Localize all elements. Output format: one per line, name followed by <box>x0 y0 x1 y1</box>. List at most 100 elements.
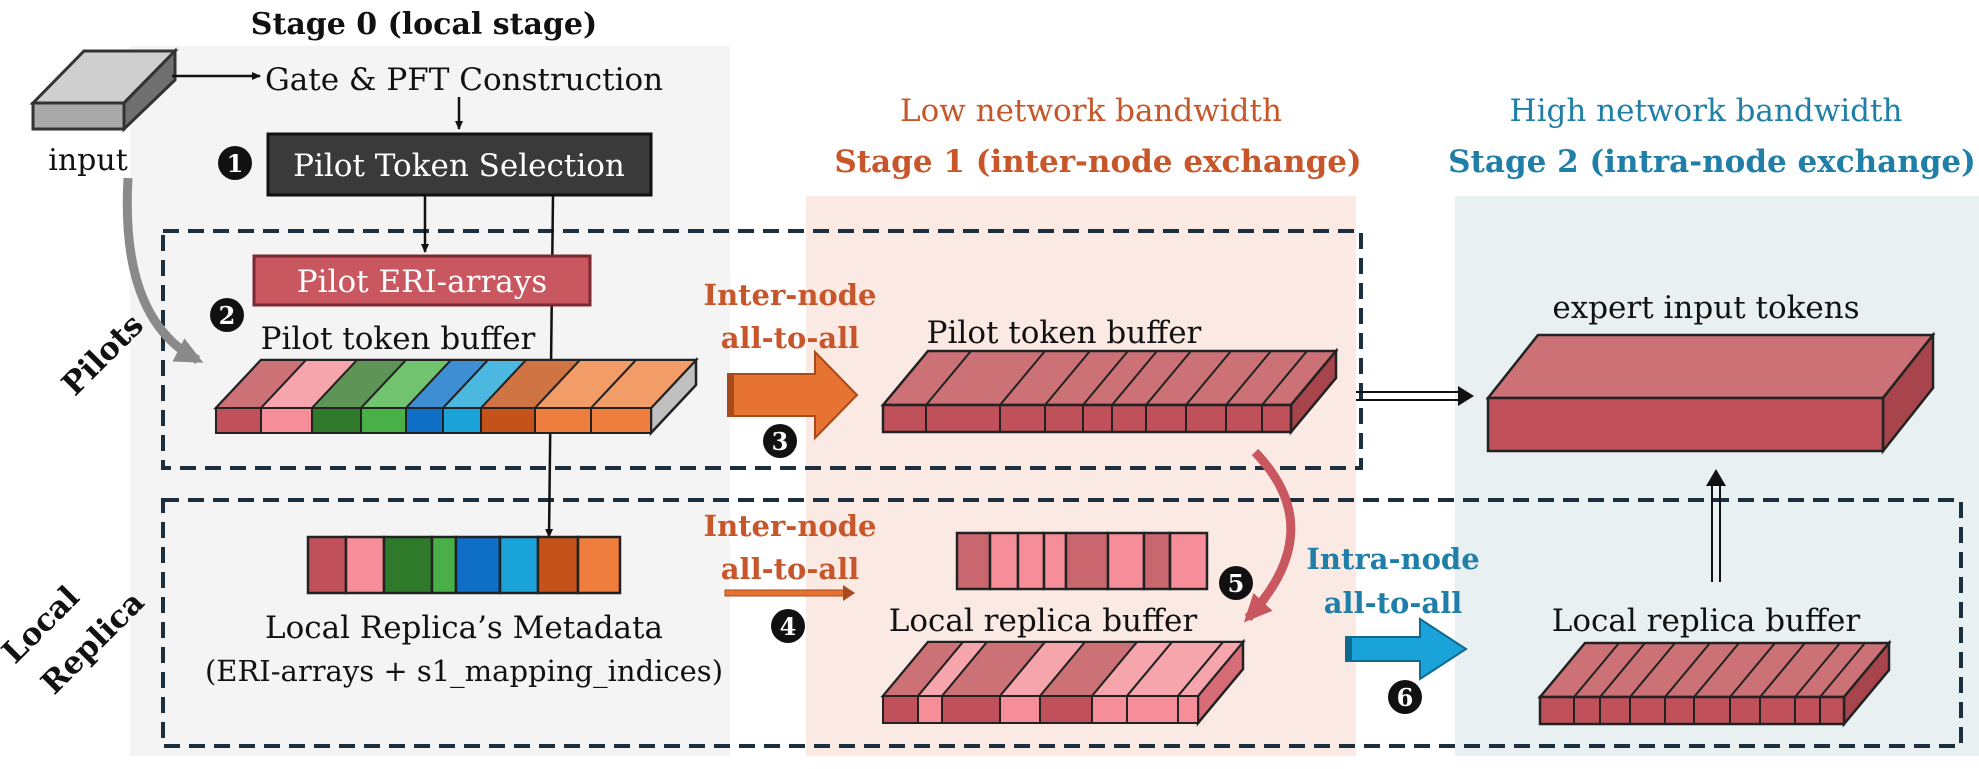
step-2-badge: 2 <box>210 298 244 332</box>
pilot-eri-arrays-box <box>252 254 592 307</box>
input-block-icon <box>29 47 179 133</box>
token-cell <box>480 407 536 434</box>
pilot-eri-arrays-label: Pilot ERI-arrays <box>297 264 547 300</box>
metadata-cell <box>454 535 502 595</box>
stage2-title: Stage 2 (intra-node exchange) <box>1448 144 1976 180</box>
expert-input-tokens-label: expert input tokens <box>1552 290 1859 326</box>
svg-text:6: 6 <box>1397 683 1414 712</box>
local-replica-metadata-strip <box>306 535 622 595</box>
strip-cell <box>1042 531 1068 591</box>
step-5-badge: 5 <box>1219 566 1253 600</box>
strip-cell <box>1064 531 1110 591</box>
stage2-local-replica-buffer <box>1537 639 1892 728</box>
metadata-cell <box>306 535 348 595</box>
inter-node-big-arrow-icon <box>727 349 859 441</box>
pilot-to-local-curved-arrow <box>1243 448 1296 623</box>
svg-text:4: 4 <box>780 612 797 641</box>
inter-node-1-line1: Inter-node <box>704 278 877 312</box>
svg-text:2: 2 <box>219 301 236 330</box>
token-divider <box>1664 642 1711 698</box>
token-cell <box>1091 695 1128 724</box>
stage1-local-buffer-label: Local replica buffer <box>889 603 1198 639</box>
strip-cell <box>1106 531 1146 591</box>
token-divider <box>1573 642 1620 698</box>
expert-input-tokens-block <box>1485 331 1936 455</box>
metadata-cell <box>430 535 458 595</box>
stage2-bandwidth: High network bandwidth <box>1510 93 1903 129</box>
metadata-cell <box>536 535 580 595</box>
token-cell <box>1177 695 1199 724</box>
intra-node-arrow-icon <box>1345 617 1468 681</box>
token-divider <box>1819 642 1866 698</box>
step-1-badge: 1 <box>218 146 252 180</box>
pilots-row-box <box>161 229 1363 470</box>
metadata-cell <box>382 535 434 595</box>
step-3-badge: 3 <box>763 424 797 458</box>
svg-text:1: 1 <box>227 149 244 178</box>
token-cell <box>260 407 313 434</box>
strip-cell <box>1142 531 1172 591</box>
stage1-pilot-token-buffer <box>880 347 1339 436</box>
stage1-title: Stage 1 (inter-node exchange) <box>834 144 1361 180</box>
token-cell <box>1126 695 1179 724</box>
token-divider <box>999 350 1046 406</box>
token-cell <box>1039 695 1093 724</box>
token-divider <box>1111 350 1158 406</box>
token-divider <box>1261 350 1308 406</box>
intra-node-line1: Intra-node <box>1306 542 1479 576</box>
token-divider <box>1759 642 1806 698</box>
local-replica-row-box <box>161 498 1963 748</box>
token-cell <box>215 407 262 434</box>
token-cell <box>590 407 652 434</box>
token-divider <box>1145 350 1192 406</box>
token-divider <box>1082 350 1129 406</box>
svg-text:5: 5 <box>1228 569 1245 598</box>
metadata-label: Local Replica’s Metadata <box>265 610 663 646</box>
token-divider <box>925 350 972 406</box>
token-cell <box>882 695 919 724</box>
token-divider <box>1693 642 1740 698</box>
svg-text:3: 3 <box>772 427 789 456</box>
token-cell <box>360 407 407 434</box>
stage0-title: Stage 0 (local stage) <box>251 7 597 42</box>
pilot-token-selection-box <box>266 132 653 197</box>
inter-node-thin-arrow-icon <box>724 585 855 601</box>
inter-node-2-line2: all-to-all <box>721 552 859 586</box>
strip-cell <box>955 531 992 591</box>
token-cell <box>311 407 362 434</box>
step-6-badge: 6 <box>1388 680 1422 714</box>
stage1-local-strip <box>955 531 1209 591</box>
gate-construction-label: Gate & PFT Construction <box>265 62 663 98</box>
strip-cell <box>1168 531 1209 591</box>
stage1-pilot-buffer-label: Pilot token buffer <box>927 315 1202 351</box>
token-cell <box>442 407 482 434</box>
pilot-to-expert-double-arrow <box>1356 386 1474 406</box>
input-to-pilot-buffer-arrow <box>122 177 204 365</box>
intra-node-line2: all-to-all <box>1324 586 1462 620</box>
token-cell <box>534 407 592 434</box>
stage1-local-replica-buffer <box>880 638 1246 727</box>
pilot-token-selection-label: Pilot Token Selection <box>293 148 625 184</box>
inter-node-2-line1: Inter-node <box>704 509 877 543</box>
token-divider <box>1794 642 1841 698</box>
token-cell <box>941 695 1001 724</box>
stage1-bandwidth: Low network bandwidth <box>900 93 1282 129</box>
token-cell <box>917 695 943 724</box>
token-divider <box>1185 350 1232 406</box>
local-to-expert-double-arrow <box>1706 469 1726 582</box>
token-cell <box>405 407 444 434</box>
inter-node-1-line2: all-to-all <box>721 321 859 355</box>
token-divider <box>1225 350 1272 406</box>
input-label: input <box>48 143 128 178</box>
metadata-cell <box>576 535 622 595</box>
step-4-badge: 4 <box>771 609 805 643</box>
token-divider <box>1729 642 1776 698</box>
strip-cell <box>988 531 1020 591</box>
token-divider <box>1629 642 1676 698</box>
strip-cell <box>1016 531 1046 591</box>
stage0-pilot-buffer-label: Pilot token buffer <box>261 321 536 357</box>
token-divider <box>1599 642 1646 698</box>
metadata-cell <box>344 535 386 595</box>
stage0-pilot-token-buffer <box>213 356 699 437</box>
